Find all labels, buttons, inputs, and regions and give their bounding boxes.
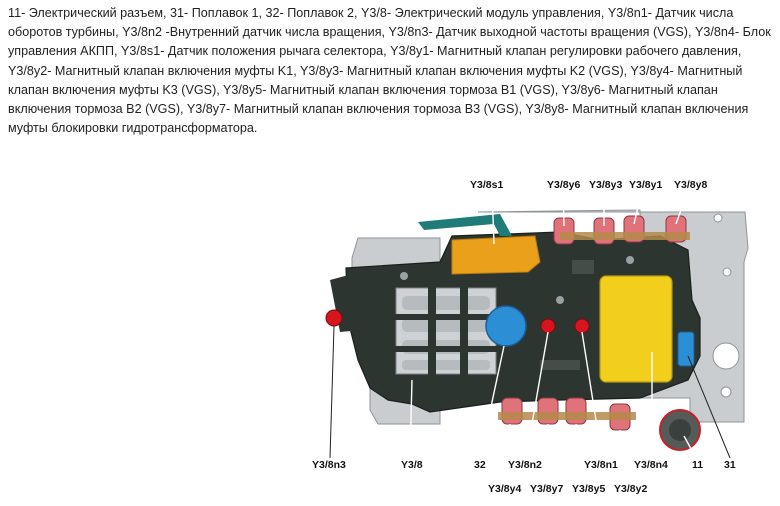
- label-y3-8y6: Y3/8y6: [547, 179, 580, 191]
- label-y3-8n3: Y3/8n3: [312, 459, 346, 471]
- label-32: 32: [474, 459, 486, 471]
- leader-y8: [675, 189, 689, 225]
- float-32-blue: [485, 305, 527, 347]
- plate-hole: [713, 213, 723, 223]
- frame-bolt: [556, 296, 564, 304]
- frame-bolt: [400, 272, 408, 280]
- frame-bolt: [626, 256, 634, 264]
- leader-n1: [581, 331, 603, 459]
- leader-s1: [491, 189, 495, 245]
- label-11: 11: [692, 459, 703, 471]
- teal-bracket: [418, 214, 512, 236]
- solenoid-rail: [560, 232, 690, 240]
- frame-detail: [572, 260, 594, 274]
- frame-bar: [428, 282, 436, 378]
- label-y3-8s1: Y3/8s1: [470, 179, 503, 191]
- label-31: 31: [724, 459, 736, 471]
- label-y3-8y3: Y3/8y3: [589, 179, 622, 191]
- diagram-caption: 11- Электрический разъем, 31- Поплавок 1…: [8, 6, 771, 136]
- leader-11: [683, 435, 697, 459]
- control-unit-yellow: [599, 275, 673, 383]
- selector-sensor-orange: [451, 235, 541, 275]
- solenoid-y4: [501, 397, 523, 425]
- plate-hole: [712, 342, 740, 370]
- leader-module: [409, 379, 413, 459]
- float-31-blue: [677, 331, 695, 367]
- speed-sensor-n1: [574, 318, 590, 334]
- speed-sensor-n2: [540, 318, 556, 334]
- frame-bar: [460, 282, 468, 378]
- speed-sensor-n3: [325, 309, 343, 327]
- label-y3-8n4: Y3/8n4: [634, 459, 668, 471]
- plate-hole: [720, 386, 732, 398]
- label-y3-8y8: Y3/8y8: [674, 179, 707, 191]
- solenoid-y7: [537, 397, 559, 425]
- leader-y2: [619, 429, 633, 483]
- solenoid-rail: [498, 412, 636, 420]
- label-y3-8y2: Y3/8y2: [614, 483, 647, 495]
- leader-y5: [575, 423, 593, 483]
- label-y3-8n1: Y3/8n1: [584, 459, 618, 471]
- valve-spool: [402, 318, 490, 332]
- label-y3-8y1: Y3/8y1: [629, 179, 662, 191]
- leader-y6: [562, 189, 565, 227]
- valve-spool: [402, 360, 490, 370]
- label-y3-8n2: Y3/8n2: [508, 459, 542, 471]
- leader-y1: [633, 189, 643, 225]
- leader-31: [687, 355, 731, 459]
- frame-detail: [540, 360, 580, 370]
- label-y3-8y4: Y3/8y4: [488, 483, 521, 495]
- leader-y4: [509, 423, 515, 483]
- label-y3-8y5: Y3/8y5: [572, 483, 605, 495]
- leader-n3: [329, 325, 335, 459]
- label-y3-8y7: Y3/8y7: [530, 483, 563, 495]
- leader-32: [479, 345, 505, 459]
- frame-bar: [380, 346, 500, 352]
- connector-inner: [669, 419, 691, 441]
- leader-n2: [525, 331, 549, 459]
- plate-hole: [722, 267, 732, 277]
- solenoid-y5: [565, 397, 587, 425]
- valve-spool: [402, 296, 490, 310]
- label-y3-8: Y3/8: [401, 459, 423, 471]
- frame-bar: [380, 314, 500, 320]
